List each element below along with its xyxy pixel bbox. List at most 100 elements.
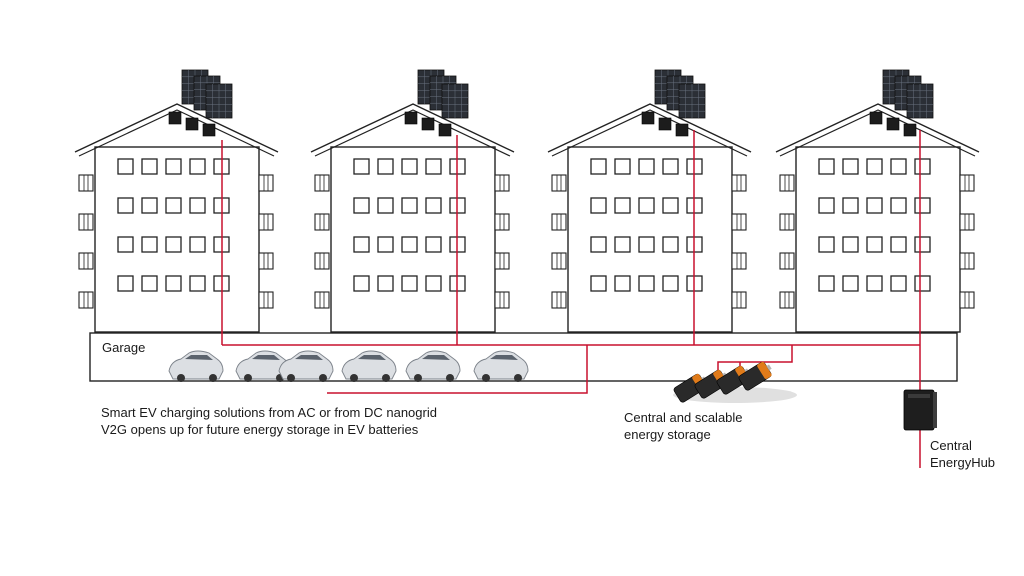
building-window [590, 197, 607, 214]
building-window [425, 158, 442, 175]
building-window [818, 275, 835, 292]
building-balcony [258, 213, 274, 231]
micro-inverter [168, 111, 182, 125]
building-window [866, 197, 883, 214]
building-window [401, 275, 418, 292]
building-roof [74, 103, 279, 153]
micro-inverter [886, 117, 900, 131]
building-roof-inner [779, 109, 976, 157]
building-balcony [731, 174, 747, 192]
apartment-building-icon [310, 69, 515, 333]
building-window [590, 275, 607, 292]
building-window [890, 158, 907, 175]
energy-hub-strip [908, 394, 930, 398]
building-window [117, 236, 134, 253]
building-window [189, 197, 206, 214]
building-balcony [779, 213, 795, 231]
building-window [401, 158, 418, 175]
building-balcony [959, 174, 975, 192]
car-wheel [482, 374, 490, 382]
solar-panel-icon [641, 69, 706, 137]
building-window [914, 275, 931, 292]
building-balcony [779, 174, 795, 192]
building-balcony [258, 291, 274, 309]
micro-inverter [185, 117, 199, 131]
building-window [638, 275, 655, 292]
building-window [117, 158, 134, 175]
car-wheel [287, 374, 295, 382]
battery-cap [757, 361, 772, 379]
building-window [662, 197, 679, 214]
building-roof-inner [78, 109, 275, 157]
electric-car-icon [473, 350, 529, 382]
building-window [590, 236, 607, 253]
building-window [662, 275, 679, 292]
building-window [914, 197, 931, 214]
car-wheel [446, 374, 454, 382]
car-wheel [414, 374, 422, 382]
micro-inverter [641, 111, 655, 125]
battery-terminal [766, 364, 772, 371]
building-roof-inner [551, 109, 748, 157]
building-window [638, 158, 655, 175]
building-balcony [314, 213, 330, 231]
car-wheel [350, 374, 358, 382]
building-balcony [494, 174, 510, 192]
building-balcony [78, 174, 94, 192]
building-window [117, 275, 134, 292]
micro-inverter [404, 111, 418, 125]
energy-storage-caption-line1: Central and scalable [624, 410, 743, 425]
energy-hub-icon [903, 389, 937, 431]
micro-inverter [675, 123, 689, 137]
building-balcony [959, 291, 975, 309]
electric-car-icon [405, 350, 461, 382]
batteries-layer [673, 361, 797, 403]
building-window [614, 236, 631, 253]
building-window [377, 197, 394, 214]
building-balcony [779, 252, 795, 270]
building-window [117, 197, 134, 214]
building-window [189, 158, 206, 175]
building-window [818, 236, 835, 253]
energy-hub-layer [903, 389, 937, 431]
building-balcony [314, 252, 330, 270]
building-window [818, 158, 835, 175]
building-window [377, 158, 394, 175]
building-balcony [78, 213, 94, 231]
building-balcony [731, 291, 747, 309]
wires-layer [221, 130, 921, 468]
electric-car-icon [168, 350, 224, 382]
building-window [141, 158, 158, 175]
building-balcony [731, 252, 747, 270]
building-balcony [258, 252, 274, 270]
building-balcony [258, 174, 274, 192]
building-window [662, 236, 679, 253]
car-windshield [295, 355, 323, 360]
micro-inverter [869, 111, 883, 125]
ev-charging-caption-line2: V2G opens up for future energy storage i… [101, 422, 419, 437]
car-wheel [319, 374, 327, 382]
micro-inverter [658, 117, 672, 131]
building-window [914, 158, 931, 175]
building-roof [310, 103, 515, 153]
building-window [141, 275, 158, 292]
car-windshield [490, 355, 518, 360]
garage-label: Garage [102, 340, 146, 355]
building-window [353, 236, 370, 253]
building-window [818, 197, 835, 214]
building-window [638, 197, 655, 214]
power-wire [327, 345, 588, 394]
building-balcony [959, 213, 975, 231]
cars-layer [168, 350, 529, 382]
building-window [842, 158, 859, 175]
building-balcony [494, 213, 510, 231]
ev-charging-caption-line1: Smart EV charging solutions from AC or f… [101, 405, 437, 420]
building-window [165, 236, 182, 253]
building-roof-inner [314, 109, 511, 157]
building-window [353, 158, 370, 175]
car-wheel [177, 374, 185, 382]
building-roof [775, 103, 980, 153]
building-window [614, 275, 631, 292]
battery-icon [738, 361, 772, 391]
